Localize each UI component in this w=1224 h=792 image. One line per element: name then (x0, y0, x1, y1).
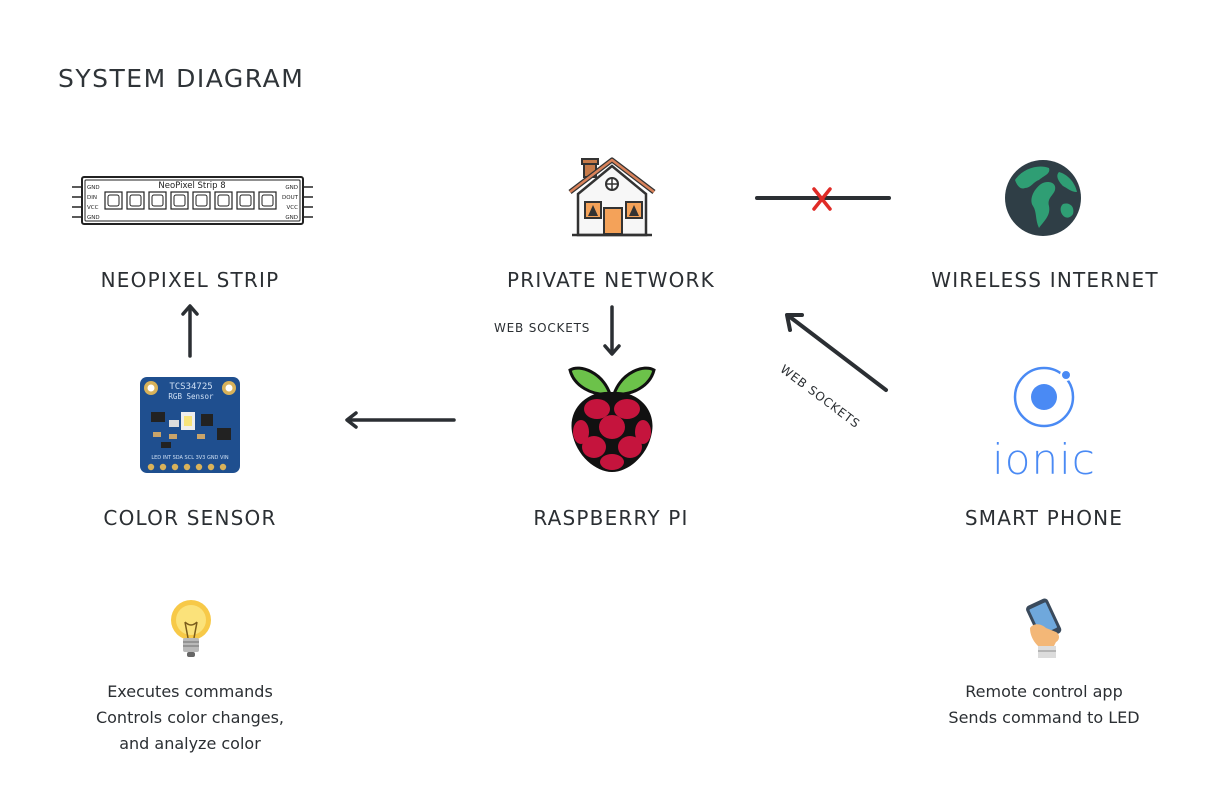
arrow-network-to-pi (600, 304, 624, 360)
neopixel-pin-right-2: DOUT (282, 195, 299, 201)
color-sensor-label: COLOR SENSOR (103, 506, 277, 530)
neopixel-pin-left-4: GND (87, 215, 100, 221)
diagram-title: SYSTEM DIAGRAM (58, 64, 305, 93)
arrow-sensor-to-neopixel (178, 300, 202, 360)
color-sensor-image: TCS34725 RGB Sensor LED INT SDA SCL 3V3 … (139, 376, 241, 474)
globe-icon (1003, 158, 1083, 238)
arrow-phone-to-network (778, 308, 894, 398)
house-icon (568, 157, 658, 238)
neopixel-pin-right-3: VCC (287, 205, 299, 211)
sensor-chip-text: TCS34725 (169, 382, 212, 392)
neopixel-pin-left-2: DIN (87, 195, 97, 201)
neopixel-pin-left-1: GND (87, 185, 100, 191)
arrow-pi-to-sensor (340, 408, 460, 432)
neopixel-pin-right-1: GND (285, 185, 298, 191)
ionic-logo-text: ionic (992, 435, 1096, 484)
sensor-description-line: and analyze color (119, 734, 261, 753)
blocked-x-icon (812, 187, 832, 211)
raspberry-pi-label: RASPBERRY PI (533, 506, 689, 530)
hand-phone-icon (1020, 598, 1070, 660)
sensor-chip-subtext: RGB Sensor (168, 392, 214, 401)
ionic-logo: ionic (990, 364, 1100, 484)
phone-description-line: Sends command to LED (948, 708, 1140, 727)
blocked-connection (755, 180, 893, 216)
neopixel-board-title: NeoPixel Strip 8 (158, 181, 225, 191)
wireless-internet-label: WIRELESS INTERNET (931, 268, 1159, 292)
neopixel-pin-left-3: VCC (87, 205, 99, 211)
neopixel-pin-right-4: GND (285, 215, 298, 221)
sensor-description-line: Executes commands (107, 682, 273, 701)
lightbulb-icon (168, 598, 214, 660)
sensor-pin-row: LED INT SDA SCL 3V3 GND VIN (151, 455, 229, 461)
private-network-label: PRIVATE NETWORK (507, 268, 715, 292)
phone-description: Remote control app Sends command to LED (884, 679, 1204, 731)
raspberry-pi-logo (566, 364, 658, 474)
sensor-description-line: Controls color changes, (95, 708, 285, 727)
neopixel-label: NEOPIXEL STRIP (100, 268, 280, 292)
neopixel-strip-image: NeoPixel Strip 8 GND DIN VCC GND GND DOU… (70, 172, 315, 228)
sensor-description: Executes commands Controls color changes… (30, 679, 350, 757)
smart-phone-label: SMART PHONE (964, 506, 1124, 530)
phone-description-line: Remote control app (965, 682, 1123, 701)
web-sockets-label-down: WEB SOCKETS (494, 321, 591, 335)
